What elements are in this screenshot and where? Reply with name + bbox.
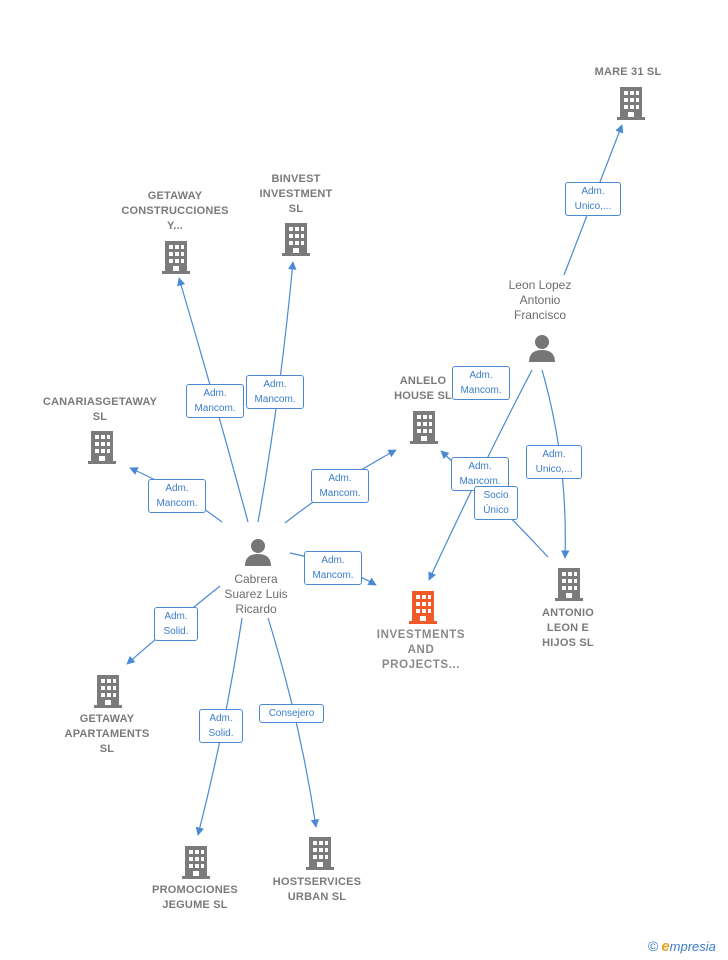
person-icon[interactable] [243,537,273,567]
edge-label-line: Solid. [208,728,234,739]
label-line: Cabrera [234,572,278,586]
label-line: PROMOCIONES [152,884,238,896]
building-icon[interactable] [86,430,118,464]
edge-label-line: Mancom. [319,488,361,499]
edge-label-line: Mancom. [156,498,198,509]
edge-label-cabrera-hostservices[interactable]: Consejero [259,704,324,723]
edge-label-line: Adm. [468,461,492,472]
edge-label-line: Mancom. [460,385,502,396]
label-line: ANTONIO [542,607,594,619]
label-line: CONSTRUCCIONES [121,205,229,217]
edge-label-line: Adm. [203,388,227,399]
edge-label-cabrera-getaway-apartaments[interactable]: Adm. Solid. [154,607,198,641]
label-line: Antonio [519,293,561,307]
company-label-promociones[interactable]: PROMOCIONES JEGUME SL [140,883,250,913]
company-label-antonio-leon[interactable]: ANTONIO LEON E HIJOS SL [525,606,611,651]
label-line: INVESTMENT [259,188,333,200]
edge-label-cabrera-binvest[interactable]: Adm. Mancom. [246,375,304,409]
label-line: APARTAMENTS [64,728,150,740]
label-line: Ricardo [235,602,277,616]
company-label-investments[interactable]: INVESTMENTS AND PROJECTS... [366,628,476,673]
edge-label-line: Mancom. [194,403,236,414]
label-line: MARE 31 SL [594,66,662,78]
edge-label-line: Mancom. [254,394,296,405]
edge-label-line: Socio [483,490,509,501]
building-icon[interactable] [280,222,312,256]
edge-label-line: Adm. [542,449,566,460]
label-line: LEON E [546,622,590,634]
edge-label-leon-antonio[interactable]: Adm. Unico,... [526,445,582,479]
company-label-getaway-apartaments[interactable]: GETAWAY APARTAMENTS SL [52,712,162,757]
building-icon[interactable] [304,836,336,870]
label-line: HOUSE SL [394,390,452,402]
person-icon[interactable] [527,333,557,363]
brand-name: mpresia [669,939,716,954]
edge-label-line: Único [483,505,509,516]
edge-label-cabrera-investments[interactable]: Adm. Mancom. [304,551,362,585]
label-line: INVESTMENTS [376,629,466,641]
edge-label-antonio-anlelo-2[interactable]: Socio Único [474,486,518,520]
edge-label-line: Adm. [328,473,352,484]
label-line: SL [99,743,115,755]
building-icon[interactable] [180,845,212,879]
edge-label-line: Adm. [263,379,287,390]
edge-label-line: Adm. [164,611,188,622]
edge-label-leon-anlelo[interactable]: Adm. Mancom. [452,366,510,400]
label-line: Leon Lopez [508,278,572,292]
edge-label-line: Adm. [321,555,345,566]
building-icon-main[interactable] [407,590,439,624]
label-line: ANLELO [399,375,447,387]
building-icon[interactable] [553,567,585,601]
label-line: BINVEST [271,173,321,185]
label-line: CANARIASGETAWAY [42,396,158,408]
edge-label-line: Adm. [469,370,493,381]
label-line: PROJECTS... [381,659,461,671]
company-label-binvest[interactable]: BINVEST INVESTMENT SL [246,172,346,217]
brand-initial: e [661,938,670,955]
label-line: JEGUME SL [162,899,228,911]
edge-label-cabrera-anlelo[interactable]: Adm. Mancom. [311,469,369,503]
person-label-leon-lopez[interactable]: Leon Lopez Antonio Francisco [490,278,590,323]
edge-label-line: Mancom. [312,570,354,581]
label-line: SL [92,411,108,423]
label-line: URBAN SL [287,891,347,903]
edge-label-line: Mancom. [459,476,501,487]
edge-label-line: Adm. [165,483,189,494]
label-line: Suarez Luis [224,587,288,601]
label-line: SL [288,203,304,215]
edge-label-line: Unico,... [574,201,612,212]
company-label-hostservices[interactable]: HOSTSERVICES URBAN SL [262,875,372,905]
edge-label-line: Consejero [268,708,315,719]
building-icon[interactable] [408,410,440,444]
edge-label-line: Adm. [581,186,605,197]
copyright-symbol: © [648,938,659,954]
company-label-mare31[interactable]: MARE 31 SL [578,65,678,80]
empresia-watermark: ©empresia [648,938,716,955]
edge-label-cabrera-promociones[interactable]: Adm. Solid. [199,709,243,743]
company-label-getaway-construcciones[interactable]: GETAWAY CONSTRUCCIONES Y... [110,189,240,234]
edge-label-cabrera-canariasgetaway[interactable]: Adm. Mancom. [148,479,206,513]
label-line: Francisco [513,308,566,322]
edge-label-antonio-anlelo-1[interactable]: Adm. Mancom. [451,457,509,491]
company-label-canariasgetaway[interactable]: CANARIASGETAWAY SL [36,395,164,425]
label-line: HIJOS SL [542,637,594,649]
edge-label-leon-mare31[interactable]: Adm. Unico,... [565,182,621,216]
building-icon[interactable] [92,674,124,708]
edge-label-line: Unico,... [535,464,573,475]
label-line: AND [407,644,435,656]
edge-label-line: Solid. [163,626,189,637]
building-icon[interactable] [160,240,192,274]
edge-label-line: Adm. [209,713,233,724]
building-icon[interactable] [615,86,647,120]
edge-label-cabrera-getaway-construcciones[interactable]: Adm. Mancom. [186,384,244,418]
label-line: HOSTSERVICES [272,876,362,888]
label-line: GETAWAY [79,713,135,725]
person-label-cabrera[interactable]: Cabrera Suarez Luis Ricardo [206,572,306,617]
label-line: Y... [166,220,184,232]
label-line: GETAWAY [147,190,203,202]
company-label-anlelo[interactable]: ANLELO HOUSE SL [382,374,464,404]
